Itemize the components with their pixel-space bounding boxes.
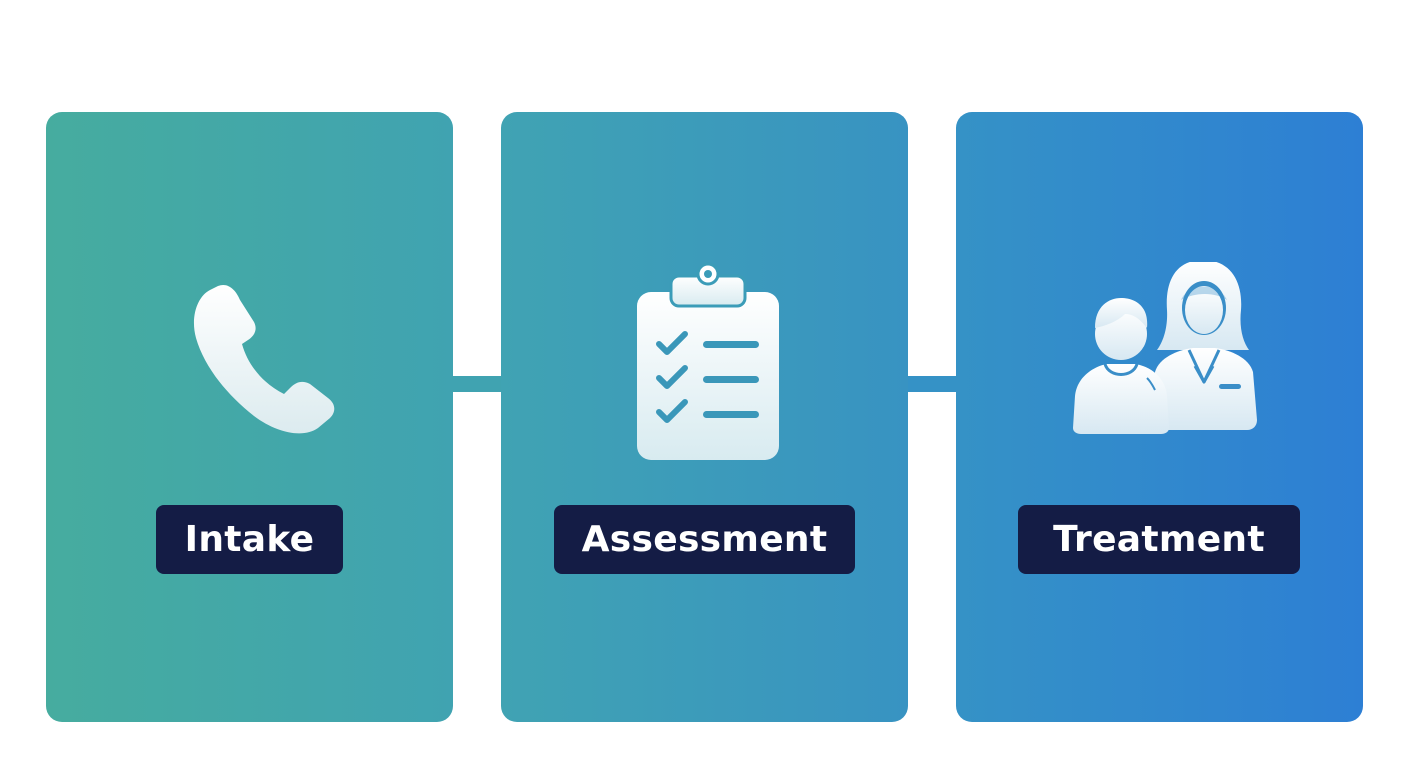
step-label-treatment: Treatment (1018, 505, 1300, 574)
clipboard-checklist-icon (501, 262, 908, 462)
step-assessment-panel: Assessment (501, 112, 908, 722)
step-intake-panel: Intake (46, 112, 453, 722)
child-and-doctor-icon (956, 262, 1363, 462)
step-label-assessment: Assessment (554, 505, 855, 574)
step-treatment-panel: Treatment (956, 112, 1363, 722)
step-label-intake: Intake (156, 505, 343, 574)
phone-icon (46, 262, 453, 462)
